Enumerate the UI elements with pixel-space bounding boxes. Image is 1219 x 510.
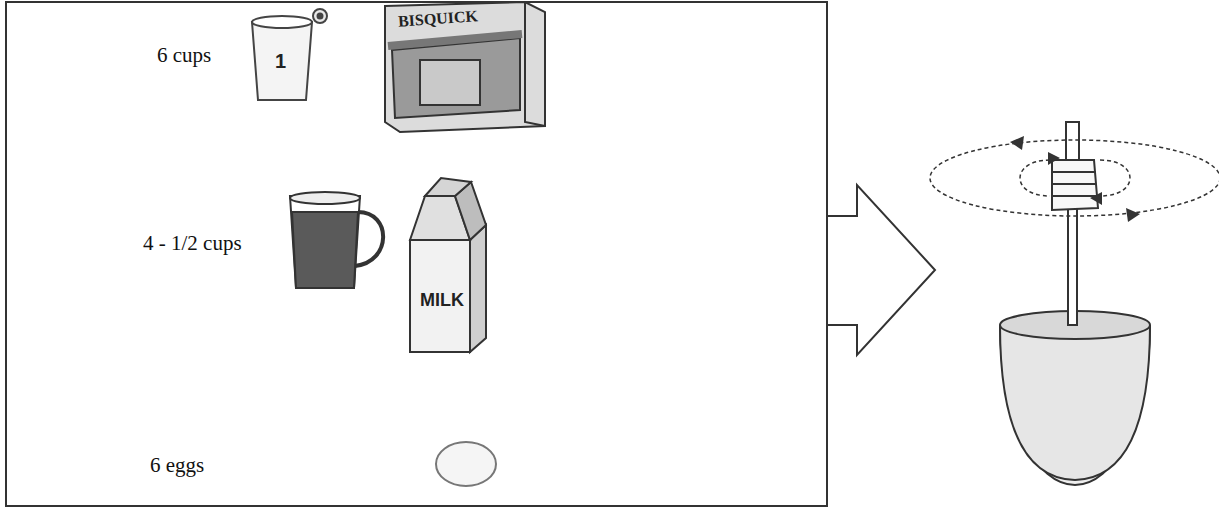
stirring-hand <box>1052 122 1098 325</box>
arrow-heads <box>1010 136 1140 222</box>
flow-arrow <box>828 185 935 355</box>
ingredients-box: 6 cups 4 - 1/2 cups 6 eggs <box>5 1 828 507</box>
quantity-text: 6 cups <box>157 43 211 68</box>
product-label: 1 <box>275 50 286 73</box>
liquid-measuring-cup <box>290 192 383 288</box>
quantity-text: 4 - 1/2 cups <box>143 231 242 256</box>
egg <box>436 442 496 486</box>
milk-carton <box>410 178 486 352</box>
mixing-bowl <box>1000 311 1150 485</box>
product-label: MILK <box>420 290 464 311</box>
bisquick-box <box>385 2 545 132</box>
measuring-cup <box>252 9 327 100</box>
motion-arrows <box>930 140 1219 216</box>
quantity-text: 6 eggs <box>150 453 204 478</box>
